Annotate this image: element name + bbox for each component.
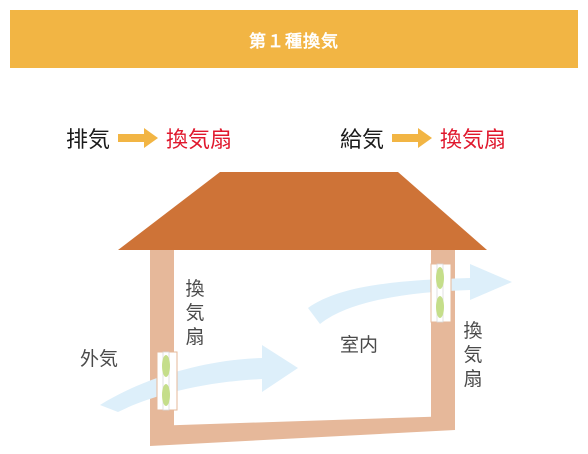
exhaust-fan-label: 換気扇 [166, 128, 233, 153]
supply-airflow-arrow [100, 345, 298, 412]
supply-fan-label: 換気扇 [440, 128, 507, 153]
room-label: 室内 [340, 334, 379, 356]
roof [118, 172, 487, 250]
exhaust-label: 排気 [66, 128, 111, 153]
supply-flow-caption: 給気 換気扇 [340, 120, 506, 156]
floor [150, 416, 455, 446]
page-title: 第１種換気 [249, 31, 339, 52]
exhaust-flow-caption: 排気 換気扇 [66, 120, 232, 156]
outside-air-label: 外気 [80, 348, 119, 370]
supply-fan-icon [156, 351, 178, 411]
right-fan-label: 換気扇 [463, 320, 483, 390]
exhaust-fan-icon [430, 263, 452, 323]
left-fan-label: 換気扇 [185, 278, 205, 348]
supply-label: 給気 [340, 128, 385, 153]
title-banner: 第１種換気 [10, 10, 578, 68]
right-arrow-icon [118, 128, 159, 148]
right-arrow-icon [392, 128, 433, 148]
left-wall [150, 248, 174, 440]
exhaust-airflow-arrow [308, 264, 512, 324]
